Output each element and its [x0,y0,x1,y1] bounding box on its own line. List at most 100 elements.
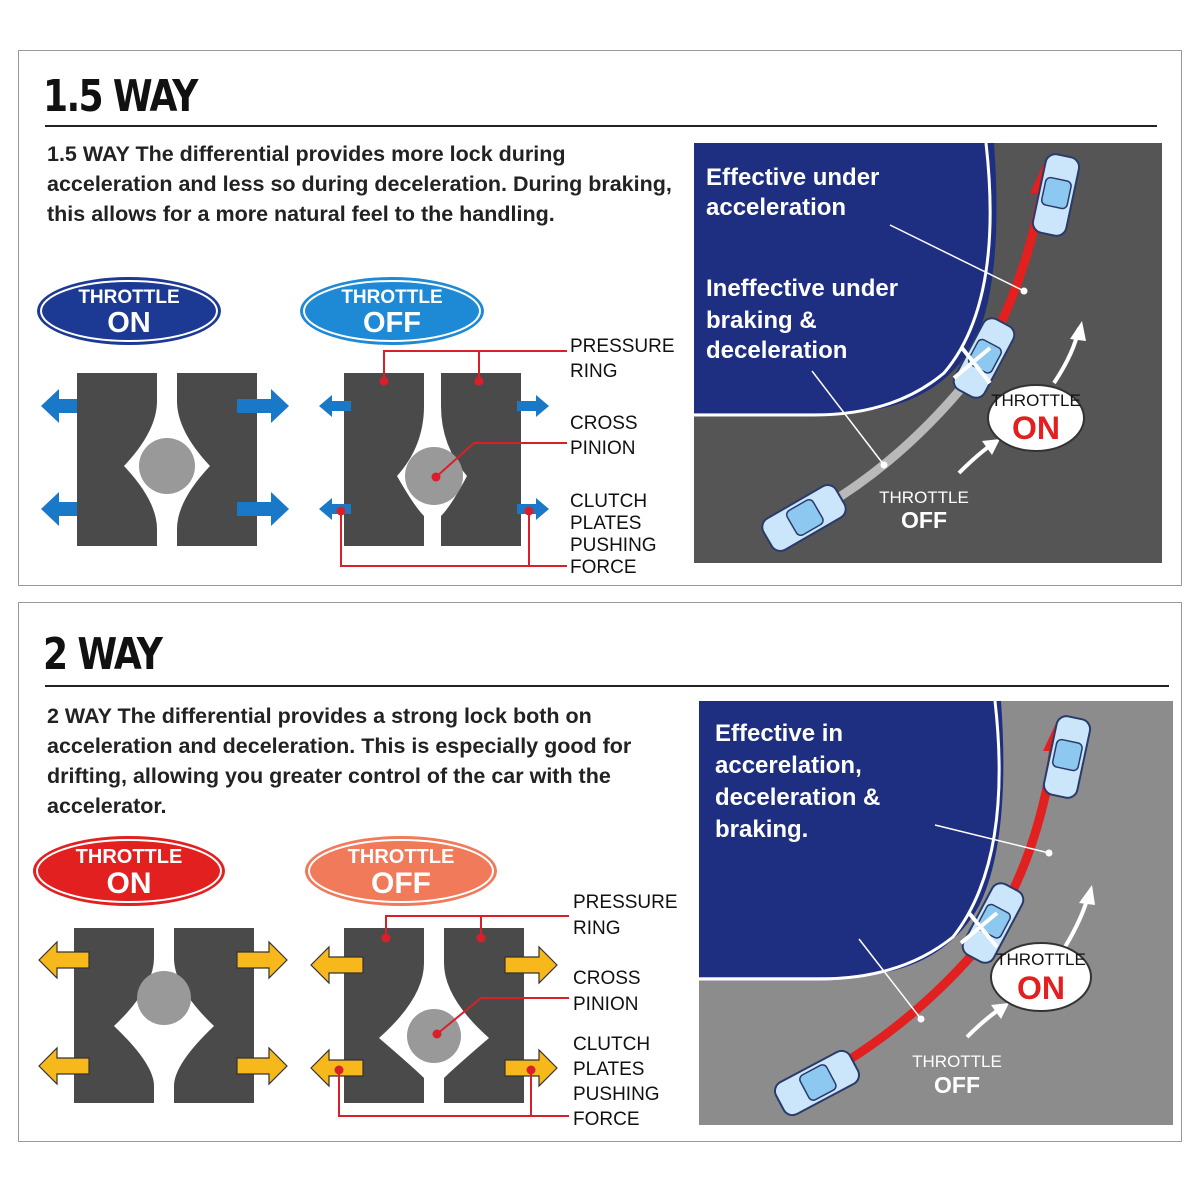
force-arrow-right-bottom [237,492,289,526]
title-rule [45,125,1157,127]
callout-2-leader [811,370,885,466]
diff-off-diagram [319,350,567,567]
callout-1-line-2: acceleration [706,194,846,221]
diagram-labels: PRESSURE RING CROSS PINION CLUTCH PLATES… [570,336,675,578]
callout-1-line-2: accerelation, [715,752,862,779]
differential-diagram: THROTTLE ON THROTTLE OFF [37,277,675,578]
car-top [1042,715,1092,799]
badge-off-top: THROTTLE [348,846,455,868]
label-plates: PLATES [570,513,641,534]
diagram-labels: PRESSURE RING CROSS PINION CLUTCH PLATES… [573,892,678,1130]
small-arrow-left-top [310,945,364,985]
road-surface [694,143,1162,563]
differential-diagram: THROTTLE ON THROTTLE OFF [33,836,678,1130]
force-arrow-left-bottom [38,1046,90,1086]
badge-off-top: THROTTLE [341,287,442,308]
callout-1-line-4: braking. [715,816,808,843]
label-cross: CROSS [573,968,641,989]
road-on-bottom: ON [1012,410,1060,446]
car-bottom [773,1049,861,1117]
car-bottom [761,484,847,552]
label-pushing: PUSHING [573,1084,660,1105]
badge-on-bottom: ON [107,307,151,339]
car-middle [961,882,1025,964]
callout-1-leader [934,824,1050,854]
small-arrow-left-top [319,395,351,417]
diff-on-diagram [38,928,288,1103]
section-description: 1.5 WAY The differential provides more l… [47,142,672,226]
section-title: 2 WAY [43,629,163,680]
road-on-top: THROTTLE [996,950,1086,969]
label-force: FORCE [573,1109,640,1130]
label-pinion: PINION [570,438,635,459]
cross-pinion-leader [436,997,569,1035]
label-ring: RING [570,361,618,382]
label-plates: PLATES [573,1059,644,1080]
badge-on-top: THROTTLE [78,287,179,308]
callout-2-line-2: braking & [706,307,817,334]
car-top [1031,153,1081,237]
road-callouts: Effective in accerelation, deceleration … [715,720,880,843]
section-2-way: 2 WAY 2 WAY The differential provides a … [18,602,1182,1142]
badge-on-top: THROTTLE [76,846,183,868]
section-title: 1.5 WAY [43,71,198,122]
road-throttle-on-badge: THROTTLE ON [990,942,1092,1012]
cross-pinion-on [139,438,195,494]
road-on-bottom: ON [1017,970,1065,1006]
force-arrow-right-bottom [236,1046,288,1086]
road-illustration: Effective under acceleration Ineffective… [694,143,1162,563]
label-force: FORCE [570,557,637,578]
callout-1-line-3: deceleration & [715,784,880,811]
throttle-off-badge: THROTTLE OFF [300,277,484,345]
force-arrow-left-top [41,389,77,423]
small-arrow-right-top [504,945,558,985]
transition-x-marker [959,911,999,949]
label-ring: RING [573,918,621,939]
clutch-leader [338,1070,532,1117]
force-arrow-right-top [237,389,289,423]
section-description: 2 WAY The differential provides a strong… [47,704,632,818]
label-pinion: PINION [573,994,638,1015]
throttle-off-badge: THROTTLE OFF [305,836,497,906]
road-off-top: THROTTLE [879,488,969,507]
pressure-ring-leader [385,915,482,938]
badge-on-bottom: ON [107,867,152,900]
small-arrow-right-top [517,395,549,417]
badge-off-bottom: OFF [363,307,421,339]
cross-pinion-leader [435,442,567,478]
road-off-bottom: OFF [901,507,947,533]
callout-2-line-3: deceleration [706,337,847,364]
force-arrow-right-top [236,940,288,980]
clutch-leader [340,511,530,567]
small-arrow-left-bottom [319,498,351,520]
diff-on-diagram [41,373,289,546]
road-surface [699,701,1173,1125]
label-pressure: PRESSURE [570,336,675,357]
throttle-on-badge: THROTTLE ON [37,277,221,345]
pressure-ring-leader [383,350,480,381]
label-cross: CROSS [570,413,638,434]
road-on-top: THROTTLE [991,391,1081,410]
title-rule [45,685,1169,687]
label-pushing: PUSHING [570,535,657,556]
diff-off-diagram [310,915,569,1117]
label-clutch: CLUTCH [573,1034,650,1055]
road-off-top: THROTTLE [912,1052,1002,1071]
road-callouts: Effective under acceleration Ineffective… [706,164,898,364]
label-pressure: PRESSURE [573,892,678,913]
callout-2-leader [858,938,922,1020]
label-clutch: CLUTCH [570,491,647,512]
road-off-bottom: OFF [934,1072,980,1098]
force-arrow-left-top [38,940,90,980]
callout-1-line-1: Effective under [706,164,879,191]
section-1-5-way: 1.5 WAY 1.5 WAY The differential provide… [18,50,1182,586]
badge-off-bottom: OFF [371,867,431,900]
throttle-on-badge: THROTTLE ON [33,836,225,906]
transition-x-marker [952,346,992,385]
callout-1-line-1: Effective in [715,720,843,747]
callout-2-line-1: Ineffective under [706,275,898,302]
road-throttle-on-badge: THROTTLE ON [987,384,1085,452]
force-arrow-left-bottom [41,492,77,526]
road-illustration: Effective in accerelation, deceleration … [699,701,1173,1125]
callout-1-leader [889,224,1025,292]
